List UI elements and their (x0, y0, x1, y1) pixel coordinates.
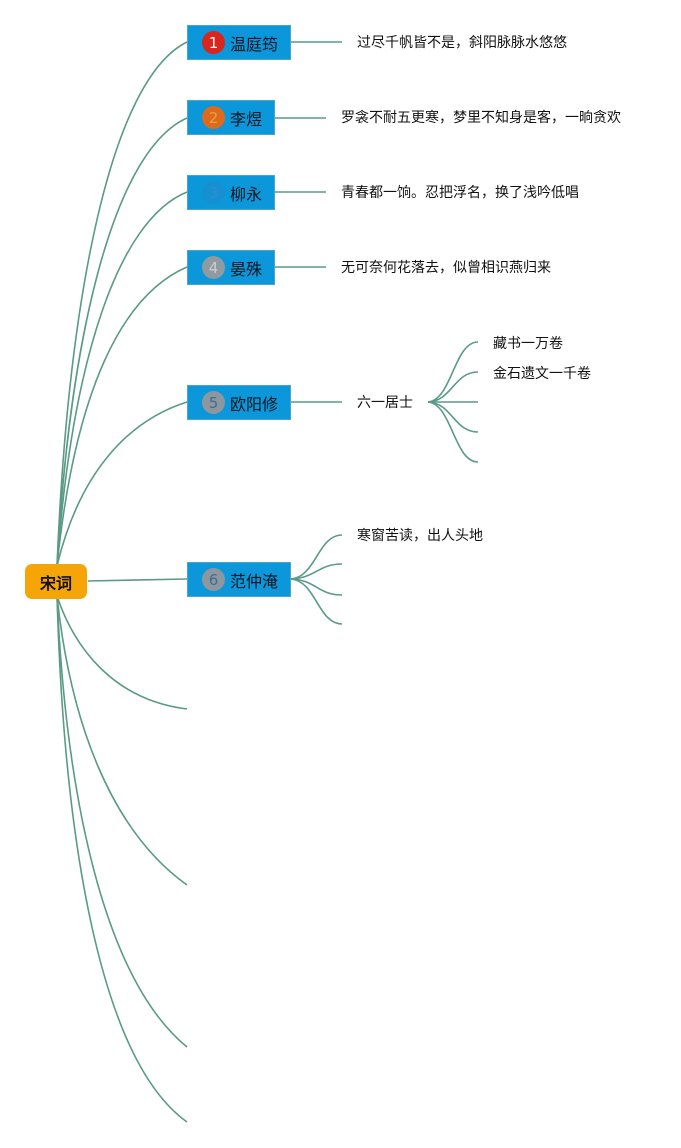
sub-line-6-1 (290, 534, 343, 580)
poet-node-5[interactable]: 5 欧阳修 (187, 385, 291, 420)
priority-badge-6: 6 (202, 568, 225, 591)
root-label: 宋词 (39, 573, 72, 593)
poet-node-6[interactable]: 6 范仲淹 (187, 562, 291, 597)
quote-node-3[interactable]: 青春都一饷。忍把浮名，换了浅吟低唱 (341, 185, 579, 201)
sub-line-5-2 (427, 371, 479, 403)
quote-node-4[interactable]: 无可奈何花落去，似曾相识燕归来 (341, 260, 551, 276)
poet-name-2: 李煜 (230, 109, 263, 129)
poet-node-3[interactable]: 3 柳永 (187, 175, 275, 210)
quote-node-1[interactable]: 过尽千帆皆不是，斜阳脉脉水悠悠 (357, 35, 567, 51)
branch-line-3 (56, 191, 188, 567)
priority-badge-5: 5 (202, 391, 225, 414)
branch-line-5 (56, 401, 188, 567)
priority-badge-4: 4 (202, 256, 225, 279)
poet-name-5: 欧阳修 (230, 394, 279, 414)
branch-line-4 (56, 266, 188, 567)
priority-badge-3: 3 (202, 181, 225, 204)
branch-line-empty-3 (56, 595, 188, 1048)
branch-line-1 (56, 41, 188, 567)
priority-badge-1: 1 (202, 31, 225, 54)
sub-line-5-4 (427, 401, 479, 433)
branch-line-empty-1 (56, 595, 188, 710)
poet-node-4[interactable]: 4 晏殊 (187, 250, 275, 285)
branch-line-empty-4 (56, 595, 188, 1123)
quote-node-2[interactable]: 罗衾不耐五更寒，梦里不知身是客，一晌贪欢 (341, 110, 621, 126)
sub-line-5-1 (427, 341, 479, 403)
sub-line-6-2 (290, 563, 343, 580)
priority-badge-2: 2 (202, 106, 225, 129)
root-node[interactable]: 宋词 (25, 564, 87, 599)
detail-node-5[interactable]: 六一居士 (357, 395, 413, 411)
sub-node-5-1[interactable]: 藏书一万卷 (493, 336, 563, 352)
poet-name-4: 晏殊 (230, 259, 263, 279)
sub-node-5-2[interactable]: 金石遗文一千卷 (493, 366, 591, 382)
branch-line-6 (87, 578, 188, 582)
branch-line-empty-2 (56, 595, 188, 886)
branch-line-2 (56, 117, 188, 567)
sub-line-5-5 (427, 401, 479, 463)
poet-name-1: 温庭筠 (230, 34, 279, 54)
sub-node-6-1[interactable]: 寒窗苦读，出人头地 (357, 528, 483, 544)
poet-node-2[interactable]: 2 李煜 (187, 100, 275, 135)
poet-name-6: 范仲淹 (230, 571, 279, 591)
poet-name-3: 柳永 (230, 184, 263, 204)
sub-line-6-4 (290, 578, 343, 625)
poet-node-1[interactable]: 1 温庭筠 (187, 25, 291, 60)
